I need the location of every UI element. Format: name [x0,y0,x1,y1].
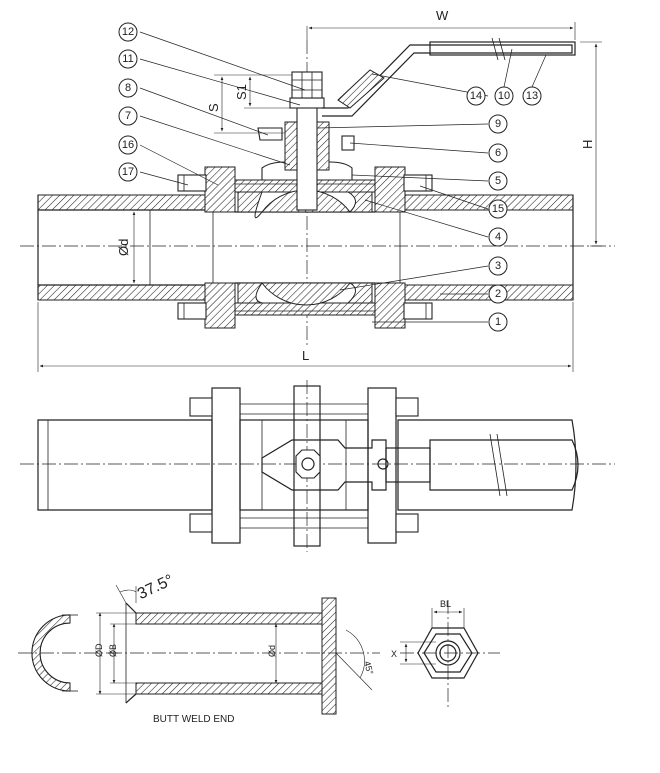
butt-weld-end-detail: ØD ØB Ød 37.5° 45° BUTT WELD END [18,572,380,725]
bolt-lower-right [403,302,433,320]
dim-H: H [580,140,595,149]
dimension-lines: W H L S S1 Ød [37,8,602,372]
svg-text:9: 9 [495,118,501,130]
stem [296,94,318,211]
nut-detail: BL X [391,599,500,710]
weld-tube-upper-wall [135,612,323,625]
dim-weld-angle: 37.5° [135,572,176,603]
weld-flange-collar [321,597,337,715]
dim-S: S [206,103,221,112]
dim-d-weld: Ød [267,645,277,657]
gland-right [316,121,330,171]
top-handle-cover [429,439,579,491]
bubble-9: 9 [488,114,508,134]
weld-tube-lower-wall [135,682,323,695]
top-bolt-2 [395,397,419,417]
bubble-14: 14 [466,86,486,106]
svg-text:14: 14 [470,90,482,102]
bubble-8: 8 [118,78,138,98]
left-end-upper-wall [37,194,221,211]
svg-text:6: 6 [495,147,501,159]
right-end-lower-wall [396,284,574,301]
svg-text:10: 10 [498,90,510,102]
handle-grip-sleeve [337,69,385,109]
bubble-4: 4 [488,227,508,247]
top-bolt-3 [189,513,213,533]
bubble-17: 17 [118,162,138,182]
svg-text:15: 15 [492,203,504,215]
right-flange-top [374,166,406,213]
bubble-5: 5 [488,171,508,191]
svg-text:7: 7 [125,110,131,122]
bubble-15: 15 [488,199,508,219]
bubble-16: 16 [118,135,138,155]
part-callouts: 12 11 8 7 16 17 14 10 13 9 6 5 15 4 3 2 … [118,22,547,332]
svg-text:13: 13 [526,90,538,102]
seat-left-bottom [237,282,263,304]
bubble-10: 10 [494,86,514,106]
bubble-3: 3 [488,256,508,276]
ball-bottom [260,282,352,306]
bolt-upper-right [403,174,433,192]
seat-left-top [237,191,264,219]
dim-D: ØD [94,643,104,657]
top-bolt-1 [189,397,213,417]
svg-text:12: 12 [122,26,134,38]
left-flange-top [204,166,236,213]
bubble-13: 13 [522,86,542,106]
nut-bore [435,640,461,666]
dim-S1: S1 [234,84,249,100]
svg-text:11: 11 [122,53,133,65]
top-left-end [37,419,213,511]
seat-right-bottom [346,282,373,304]
svg-text:5: 5 [495,175,501,187]
bubble-6: 6 [488,143,508,163]
bubble-1: 1 [488,312,508,332]
dim-W: W [436,8,449,23]
nut-hex-inner [423,633,473,673]
svg-text:4: 4 [495,231,501,243]
dim-BL: BL [440,599,451,609]
dim-L: L [302,348,309,363]
svg-text:17: 17 [122,166,134,178]
dim-X: X [391,649,397,659]
bolt-lower-left [177,302,207,320]
top-right-flange [367,387,397,544]
stem-washer [289,97,325,109]
dim-B: ØB [108,644,118,657]
dim-d: Ød [116,239,131,256]
bubble-11: 11 [118,49,138,69]
caption-butt-weld-end: BUTT WELD END [153,714,235,725]
svg-text:1: 1 [495,316,501,328]
gland-left [284,121,298,171]
left-flange-bottom [204,282,236,329]
svg-text:8: 8 [125,82,131,94]
bolt-upper-left [177,174,207,192]
dim-bevel-angle: 45° [362,660,375,676]
svg-text:16: 16 [122,139,134,151]
seat-right-top [346,191,373,213]
top-stop-pin [377,458,389,470]
section-view: 12 11 8 7 16 17 14 10 13 9 6 5 15 4 3 2 … [20,8,615,372]
svg-text:2: 2 [495,288,501,300]
top-right-end [397,419,577,511]
bubble-7: 7 [118,106,138,126]
bubble-12: 12 [118,22,138,42]
top-handle-base [261,439,387,491]
top-stem-nut [295,449,321,479]
top-view [20,380,615,552]
handle-cover [429,41,576,56]
right-flange-bottom [374,282,406,329]
left-end-lower-wall [37,284,221,301]
stop-plate [257,127,283,141]
bubble-2: 2 [488,284,508,304]
top-left-flange [211,387,241,544]
top-bolt-4 [395,513,419,533]
svg-text:3: 3 [495,260,501,272]
top-body [239,419,369,511]
stem-nut [291,71,323,99]
